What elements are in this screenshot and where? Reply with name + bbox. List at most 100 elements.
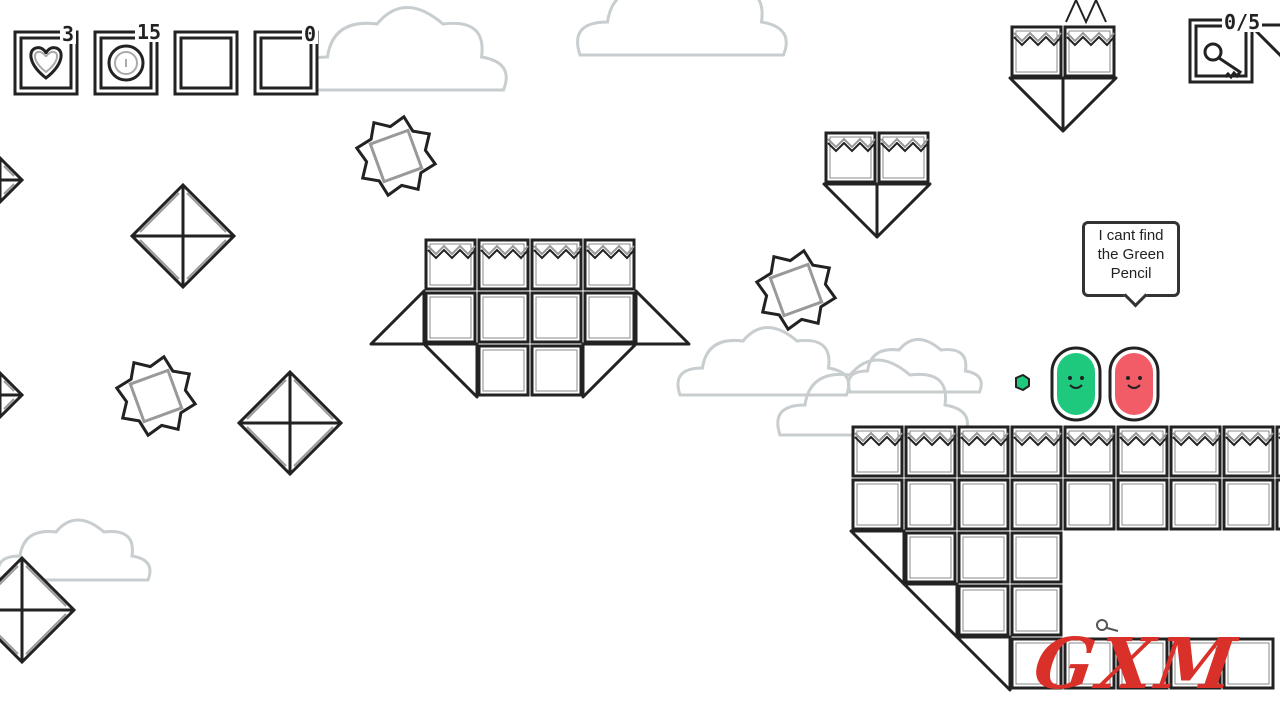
tile-inner bbox=[535, 243, 578, 286]
cloud bbox=[0, 518, 152, 582]
tile-inner bbox=[1068, 483, 1111, 526]
grass-edge bbox=[1119, 435, 1168, 447]
block-tile bbox=[1222, 425, 1275, 478]
tile-inner bbox=[962, 483, 1005, 526]
slope-tile bbox=[1248, 23, 1280, 58]
tile-inner bbox=[1015, 30, 1058, 73]
grass-edge bbox=[1225, 435, 1274, 447]
speech-line: I cant find bbox=[1098, 227, 1164, 244]
spike-core bbox=[368, 128, 424, 184]
tile-inner bbox=[1121, 642, 1164, 685]
tile-outline bbox=[1010, 584, 1063, 637]
tile-inner bbox=[856, 430, 899, 473]
tile-outline bbox=[1063, 637, 1116, 690]
tile-outline bbox=[957, 478, 1010, 531]
tile-inner bbox=[1121, 483, 1164, 526]
eye bbox=[1080, 376, 1084, 380]
slope-tile bbox=[849, 529, 906, 586]
spike-core bbox=[128, 368, 184, 424]
diamond-block bbox=[0, 155, 25, 205]
block-tile bbox=[877, 131, 930, 184]
grass-edge bbox=[1066, 431, 1115, 443]
hud-coins-box-inner bbox=[99, 36, 153, 90]
grass-edge bbox=[1013, 431, 1062, 443]
tile-inner bbox=[588, 243, 631, 286]
block-tile bbox=[904, 478, 957, 531]
tile-inner bbox=[962, 589, 1005, 632]
block-tile bbox=[1116, 425, 1169, 478]
block-tile bbox=[1169, 478, 1222, 531]
grass-edge bbox=[1172, 431, 1221, 443]
eye bbox=[1068, 376, 1072, 380]
tile-inner bbox=[909, 536, 952, 579]
block-tile bbox=[1222, 478, 1275, 531]
tile-inner bbox=[1015, 430, 1058, 473]
tile-inner bbox=[1227, 642, 1270, 685]
tile-inner bbox=[482, 243, 525, 286]
grass-edge bbox=[480, 248, 529, 260]
tile-inner bbox=[1015, 536, 1058, 579]
hud-keys-box-inner bbox=[1194, 24, 1248, 78]
grass-edge bbox=[854, 431, 903, 443]
spiky-hazard bbox=[354, 114, 438, 198]
coin-icon-inner bbox=[114, 51, 138, 75]
tile-inner bbox=[1015, 642, 1058, 685]
slope-tile bbox=[822, 182, 879, 239]
diamond-block bbox=[0, 555, 77, 665]
spiky-hazard bbox=[114, 354, 198, 438]
smile bbox=[1069, 384, 1083, 389]
block-tile bbox=[1063, 478, 1116, 531]
tile-outline bbox=[530, 238, 583, 291]
block-tile bbox=[957, 478, 1010, 531]
block-tile bbox=[530, 291, 583, 344]
tile-outline bbox=[877, 131, 930, 184]
block-tile bbox=[583, 291, 636, 344]
diamond-cross bbox=[132, 185, 234, 287]
grass-edge bbox=[1013, 435, 1062, 447]
grass-edge bbox=[827, 141, 876, 153]
tile-outline bbox=[1063, 25, 1116, 78]
slope-tile bbox=[369, 289, 426, 346]
diamond-shade bbox=[3, 380, 15, 410]
grass-edge bbox=[533, 244, 582, 256]
slope-tile bbox=[1008, 76, 1065, 133]
diamond-block bbox=[0, 370, 25, 420]
tile-inner bbox=[1227, 483, 1270, 526]
tile-outline bbox=[477, 291, 530, 344]
tile-outline bbox=[583, 238, 636, 291]
tile-outline bbox=[851, 478, 904, 531]
tile-outline bbox=[1116, 637, 1169, 690]
diamond-cross bbox=[0, 373, 22, 417]
grass-edge bbox=[1225, 431, 1274, 443]
key-pickup-icon bbox=[1096, 619, 1108, 631]
tile-inner bbox=[588, 296, 631, 339]
diamond-shade bbox=[139, 192, 227, 280]
diamond-block bbox=[236, 369, 344, 477]
block-tile bbox=[1010, 584, 1063, 637]
spike-core bbox=[768, 262, 824, 318]
block-tile bbox=[957, 425, 1010, 478]
slope-tile bbox=[902, 582, 959, 639]
grass-edge bbox=[960, 431, 1009, 443]
tile-outline bbox=[1010, 478, 1063, 531]
tile-outline bbox=[1169, 478, 1222, 531]
tile-inner bbox=[1174, 430, 1217, 473]
diamond-shade bbox=[0, 565, 67, 655]
grass-edge bbox=[907, 431, 956, 443]
heart-icon bbox=[29, 46, 63, 80]
tile-outline bbox=[1063, 425, 1116, 478]
grass-edge bbox=[1119, 431, 1168, 443]
grass-edge bbox=[854, 435, 903, 447]
tile-inner bbox=[829, 136, 872, 179]
eye bbox=[1126, 376, 1130, 380]
tile-outline bbox=[1169, 637, 1222, 690]
tile-outline bbox=[957, 531, 1010, 584]
tile-outline bbox=[1222, 637, 1275, 690]
tile-inner bbox=[1068, 642, 1111, 685]
block-tile bbox=[477, 344, 530, 397]
tile-inner bbox=[1121, 430, 1164, 473]
tile-inner bbox=[962, 536, 1005, 579]
speech-line: the Green bbox=[1097, 246, 1165, 263]
tile-outline bbox=[1010, 637, 1063, 690]
block-tile bbox=[904, 425, 957, 478]
